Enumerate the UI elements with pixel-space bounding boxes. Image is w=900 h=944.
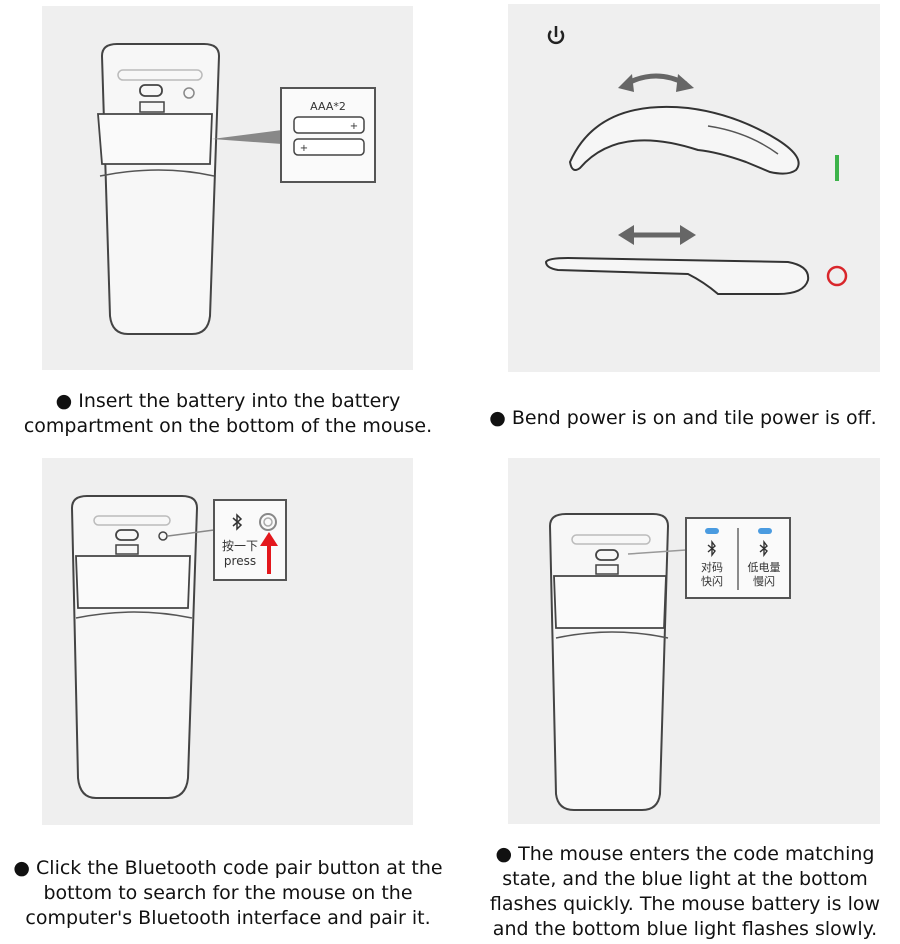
pairing-illustration: 按一下 press xyxy=(70,495,287,799)
battery-caption: ● Insert the battery into the battery co… xyxy=(23,390,433,437)
battery-latch xyxy=(115,544,139,555)
press-label-cn: 按一下 xyxy=(222,539,258,553)
pairing-illustration-panel: 按一下 press xyxy=(42,458,413,825)
fast-flash-led xyxy=(705,528,719,534)
battery-callout xyxy=(280,87,376,183)
mouse-slot xyxy=(93,515,171,526)
battery-illustration: AAA*2 + + xyxy=(97,43,376,335)
bend-arrow-icon xyxy=(624,73,688,87)
power-illustration xyxy=(544,26,848,295)
up-arrow-icon xyxy=(260,532,278,574)
mouse-seam xyxy=(99,169,215,177)
bluetooth-icon xyxy=(707,539,716,558)
slow-flash-label-1: 低电量 xyxy=(748,561,781,574)
mouse-outline xyxy=(70,495,199,799)
power-off-indicator xyxy=(826,265,848,287)
mouse-sensor xyxy=(115,529,139,541)
mouse-sensor xyxy=(139,84,163,97)
plus-icon: + xyxy=(350,121,358,132)
lights-caption: ● The mouse enters the code matching sta… xyxy=(489,843,881,940)
battery-cover xyxy=(553,575,667,629)
mouse-sensor xyxy=(595,549,619,561)
battery-cover xyxy=(97,113,213,165)
power-icon xyxy=(547,26,565,45)
mouse-slot xyxy=(117,69,203,81)
bluetooth-icon xyxy=(759,539,768,558)
battery-illustration-panel: AAA*2 + + xyxy=(42,6,413,370)
fast-flash-label-1: 对码 xyxy=(701,560,723,574)
mouse-seam xyxy=(75,611,193,619)
pointer-line xyxy=(627,549,687,555)
power-caption: ● Bend power is on and tile power is off… xyxy=(489,407,877,429)
fast-flash-label-2: 快闪 xyxy=(701,574,723,588)
mouse-seam xyxy=(555,631,669,639)
battery-cell-icon xyxy=(293,116,365,134)
slow-flash-label-2: 慢闪 xyxy=(753,574,775,588)
battery-latch xyxy=(139,101,165,113)
pair-button-icon xyxy=(158,531,168,541)
bluetooth-icon xyxy=(232,513,243,531)
battery-latch xyxy=(595,564,619,575)
pairing-caption: ● Click the Bluetooth code pair button a… xyxy=(13,857,443,929)
press-label-en: press xyxy=(224,554,256,568)
pointer-line xyxy=(212,130,282,144)
battery-label: AAA*2 xyxy=(310,100,346,113)
pointer-line xyxy=(167,529,215,537)
pair-button-icon xyxy=(259,513,277,531)
plus-icon: + xyxy=(300,143,308,154)
mouse-button-icon xyxy=(183,87,195,99)
lights-illustration: 对码 快闪 低电量 慢闪 xyxy=(548,513,791,811)
mouse-outline xyxy=(548,513,670,811)
slow-flash-led xyxy=(758,528,772,534)
flat-mouse-outline xyxy=(544,256,810,295)
battery-cell-icon xyxy=(293,138,365,156)
bent-mouse-outline xyxy=(568,105,800,175)
power-illustration-panel xyxy=(508,4,880,372)
battery-cover xyxy=(75,555,191,609)
mouse-slot xyxy=(571,534,651,545)
mouse-outline xyxy=(100,43,221,335)
lights-illustration-panel: 对码 快闪 低电量 慢闪 xyxy=(508,458,880,824)
